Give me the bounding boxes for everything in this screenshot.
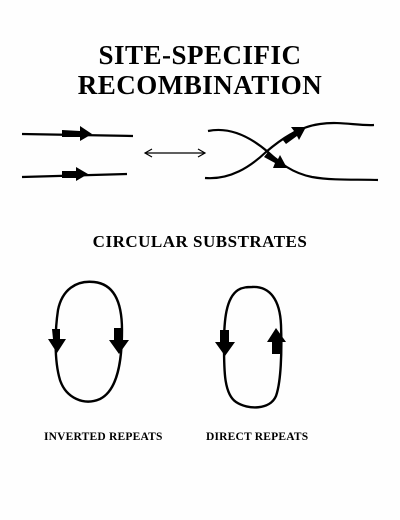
crossed-substrate [204, 121, 379, 182]
site-arrow-bottom [62, 167, 88, 181]
plasmid-loop-left [54, 280, 124, 403]
caption-direct-repeats: DIRECT REPEATS [206, 431, 309, 443]
title-line-2: RECOMBINATION [77, 70, 323, 100]
circle-inverted-repeats [48, 280, 129, 403]
site-arrow-down-right [109, 328, 129, 354]
linear-substrate [21, 126, 134, 181]
site-arrow-top [62, 126, 92, 141]
circle-direct-repeats [215, 285, 286, 409]
section-heading: CIRCULAR SUBSTRATES [92, 232, 308, 251]
site-arrow-up [267, 328, 286, 354]
plasmid-loop-right [222, 285, 283, 409]
site-arrow-upper-right [282, 127, 306, 144]
caption-inverted-repeats: INVERTED REPEATS [44, 431, 163, 443]
site-arrow-down-left [48, 329, 66, 353]
site-arrow-center [264, 152, 287, 168]
title-line-1: SITE-SPECIFIC [98, 40, 302, 70]
double-headed-arrow [143, 148, 207, 158]
dna-strand-crossing-a [207, 128, 379, 182]
site-arrow-down [215, 330, 235, 356]
